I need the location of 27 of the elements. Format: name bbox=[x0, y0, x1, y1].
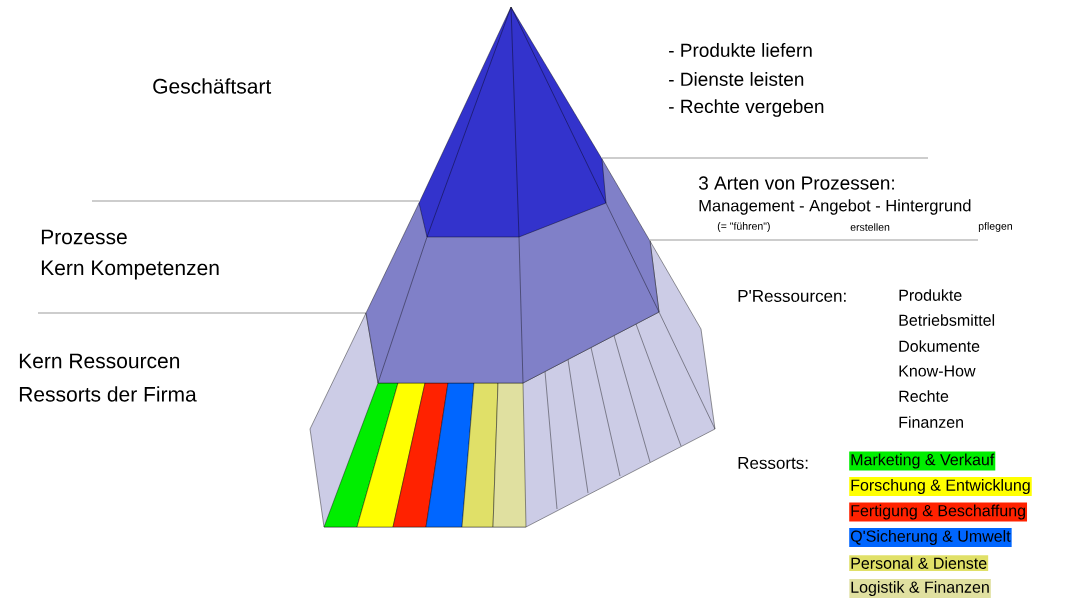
label-text: Geschäftsart bbox=[153, 78, 272, 94]
label-text: Rechte bbox=[899, 390, 949, 402]
legend-text: Marketing & Verkauf bbox=[851, 453, 995, 469]
legend-text: Forschung & Entwicklung bbox=[851, 479, 1030, 494]
label-text: - Rechte vergeben bbox=[669, 99, 824, 117]
label-text: Know-How bbox=[899, 365, 976, 377]
label-text: pflegen bbox=[978, 222, 1012, 232]
label-text: Prozesse bbox=[41, 229, 127, 245]
label-text: Produkte bbox=[899, 289, 962, 301]
label-text: P'Ressourcen: bbox=[738, 290, 846, 302]
label-text: erstellen bbox=[850, 223, 890, 231]
label-text: Dokumente bbox=[899, 340, 980, 352]
legend-text: Fertigung & Beschaffung bbox=[851, 504, 1025, 520]
label-text: - Produkte liefern bbox=[669, 43, 812, 57]
label-text: Kern Ressourcen bbox=[19, 353, 180, 369]
label-text: (= "führen") bbox=[717, 222, 770, 232]
label-text: Finanzen bbox=[899, 416, 963, 428]
legend-text: Q'Sicherung & Umwelt bbox=[850, 530, 1011, 545]
label-text: Management - Angebot - Hintergrund bbox=[699, 199, 971, 215]
label-text: Ressorts: bbox=[738, 457, 808, 469]
label-text: - Dienste leisten bbox=[669, 72, 804, 86]
legend-text: Logistik & Finanzen bbox=[851, 581, 989, 596]
label-text: Betriebsmittel bbox=[899, 314, 995, 326]
legend-text: Personal & Dienste bbox=[851, 557, 987, 569]
label-text: Ressorts der Firma bbox=[19, 386, 197, 402]
label-text: Kern Kompetenzen bbox=[41, 260, 219, 280]
label-text: 3 Arten von Prozessen: bbox=[698, 176, 894, 190]
